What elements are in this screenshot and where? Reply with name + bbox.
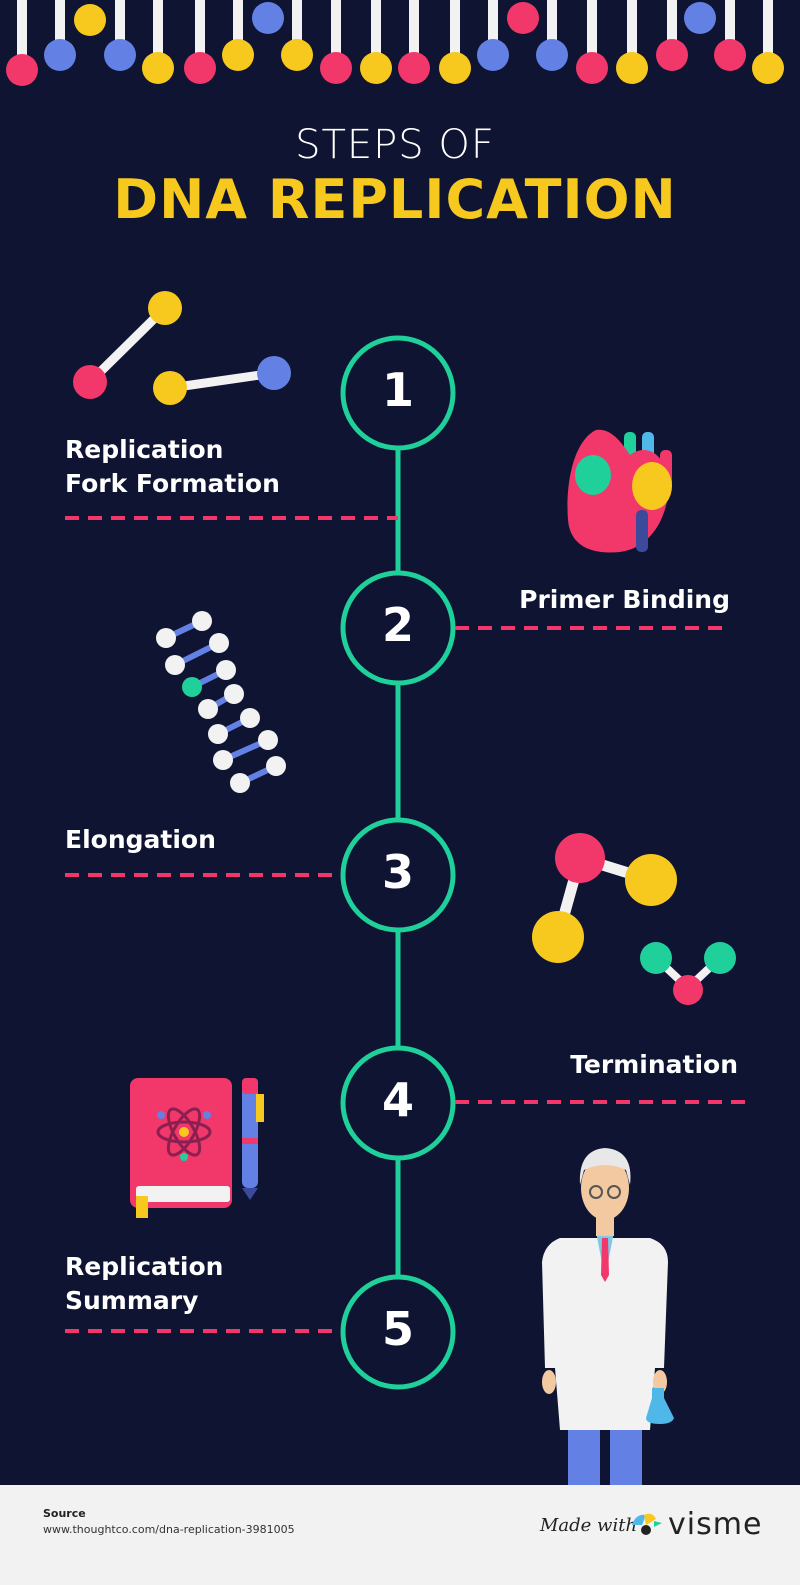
pen-icon [242,1078,264,1200]
pin-bead [752,52,784,84]
step-5-label-line-2: Summary [65,1286,199,1315]
scientist-illustration [542,1148,674,1485]
molecule-icon [73,291,291,405]
pin-bead [507,2,539,34]
title-line-1: STEPS OF [295,122,495,168]
pin-bead [142,52,174,84]
pin-bead [281,39,313,71]
science-book-icon [130,1078,232,1218]
pin-bead [477,39,509,71]
step-2-number: 2 [381,598,414,652]
made-with-text: Made with [540,1515,638,1536]
source-heading: Source [43,1507,86,1520]
dna-base [230,773,250,793]
pin-bead [360,52,392,84]
step-4-number: 4 [381,1073,414,1127]
dna-base [208,724,228,744]
pin-bead [684,2,716,34]
dna-base [182,677,202,697]
page-title: DNA REPLICATION [113,168,677,231]
dna-strand-icon [156,611,286,793]
dna-base [224,684,244,704]
pin-bead [320,52,352,84]
visme-logo-icon [632,1513,662,1535]
dna-base [216,660,236,680]
step-4-circle [340,1045,456,1161]
pin-bead [184,52,216,84]
dna-base [165,655,185,675]
dna-base [213,750,233,770]
step-3-number: 3 [381,845,414,899]
pin-bead [576,52,608,84]
step-1-label-line-2: Fork Formation [65,469,280,498]
step-1-label-line-1: Replication [65,435,224,464]
step-1-number: 1 [381,363,414,417]
dashed-connectors [65,516,745,1333]
pin-bead [714,39,746,71]
pin-bead [656,39,688,71]
pin-bead [439,52,471,84]
source-url[interactable]: www.thoughtco.com/dna-replication-398100… [43,1523,295,1536]
dna-base [209,633,229,653]
dna-base [198,699,218,719]
heart-icon [567,429,672,553]
step-1-label: Replication Fork Formation [65,433,280,501]
pin-bead [536,39,568,71]
dna-pins-decoration [6,0,784,86]
visme-brand[interactable]: visme [668,1507,763,1542]
pin-bead [6,54,38,86]
step-5-label-line-1: Replication [65,1252,224,1281]
dna-base [258,730,278,750]
timeline-circles [340,335,456,1390]
footer: Source www.thoughtco.com/dna-replication… [0,1485,800,1585]
step-1-circle [340,335,456,451]
pin-bead [222,39,254,71]
step-5-circle [340,1274,456,1390]
pin-bead [104,39,136,71]
step-5-label: Replication Summary [65,1250,223,1318]
pin-bead [252,2,284,34]
step-2-circle [340,570,456,686]
molecule-cluster-icon [532,833,736,1005]
pin-bead [616,52,648,84]
dna-base [266,756,286,776]
step-3-label: Elongation [65,825,216,854]
step-2-label: Primer Binding [519,585,730,614]
step-3-circle [340,817,456,933]
step-4-label: Termination [570,1050,738,1079]
pin-bead [44,39,76,71]
pin-bead [398,52,430,84]
dna-base [156,628,176,648]
step-5-number: 5 [381,1302,414,1356]
pin-bead [74,4,106,36]
dna-base [192,611,212,631]
dna-base [240,708,260,728]
infographic-art [6,0,784,1485]
